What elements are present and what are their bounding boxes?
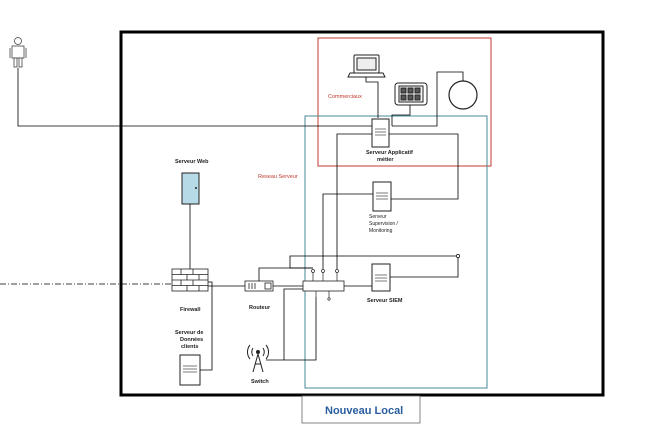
serveur-applicatif-metier-label: métier xyxy=(377,157,394,163)
person-icon xyxy=(9,37,27,68)
serveur-donnees-label-1: Serveur de xyxy=(175,330,203,336)
round-device-icon xyxy=(448,80,478,110)
serveur-supervision-label-3: Monitoring xyxy=(369,228,393,234)
serveur-donnees-label-2: Données xyxy=(180,337,203,343)
routeur-icon xyxy=(244,280,274,292)
reseau-serveur-zone xyxy=(304,115,488,389)
serveur-applicatif-icon xyxy=(371,118,390,148)
laptop-icon xyxy=(347,54,386,78)
serveur-supervision-label-1: Serveur xyxy=(369,214,387,220)
person-connection-line xyxy=(17,68,378,127)
serveur-siem-icon xyxy=(371,263,391,292)
serveur-supervision-label-2: Supervision / xyxy=(369,221,399,227)
firewall-icon xyxy=(171,268,209,292)
serveur-siem-label: Serveur SIEM xyxy=(367,298,403,304)
switch-hub-icon xyxy=(302,280,345,292)
serveur-supervision-icon xyxy=(372,181,392,212)
hub-ports xyxy=(311,269,339,301)
firewall-label: Firewall xyxy=(180,307,201,313)
serveur-donnees-icon xyxy=(179,354,201,386)
routeur-label: Routeur xyxy=(249,305,271,311)
tablet-link xyxy=(391,105,411,126)
switch-label: Switch xyxy=(251,379,269,385)
serveur-web-label: Serveur Web xyxy=(175,159,209,165)
laptop-link xyxy=(365,77,379,118)
title-box xyxy=(301,395,421,424)
serveur-applicatif-label: Serveur Applicatif xyxy=(366,150,413,156)
wifi-antenna-icon xyxy=(246,344,270,373)
page-title: Nouveau Local xyxy=(325,405,403,417)
tablet-icon xyxy=(394,82,428,106)
junction-dot xyxy=(456,254,460,258)
reseau-serveur-label: Reseau Serveur xyxy=(258,174,298,180)
commerciaux-label: Commerciaux xyxy=(328,94,362,100)
round-device-link xyxy=(392,71,464,127)
serveur-web-icon xyxy=(181,172,200,205)
serveur-donnees-label-3: clients xyxy=(181,344,198,350)
network-links xyxy=(200,133,459,371)
commerciaux-zone xyxy=(317,37,492,167)
serveur-web-handle xyxy=(195,187,197,189)
nouveau-local-boundary xyxy=(119,30,605,397)
